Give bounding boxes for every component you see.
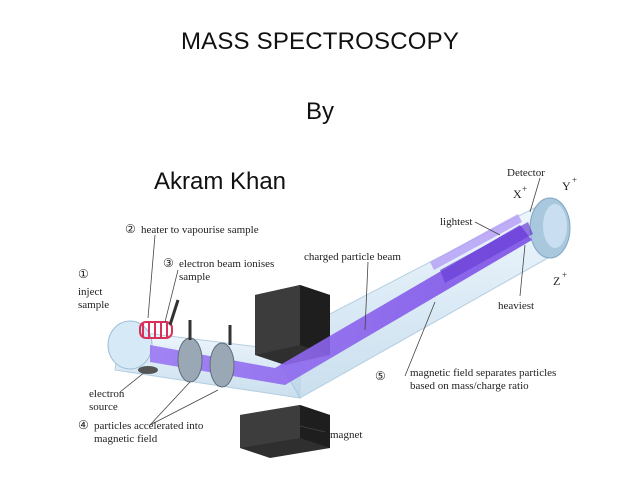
label-x: X: [513, 187, 522, 201]
label-z-plus: +: [562, 270, 567, 280]
label-magnet: magnet: [330, 429, 362, 441]
accelerator-disc-1: [177, 337, 203, 383]
step1-number: ①: [78, 267, 89, 281]
slide-title: MASS SPECTROSCOPY: [180, 28, 460, 55]
label-heater: heater to vapourise sample: [141, 224, 259, 236]
slide-author: Akram Khan: [153, 168, 287, 195]
tube-inlet-end: [107, 320, 153, 370]
slide-by: By: [305, 98, 334, 125]
leader-lines: [119, 177, 541, 433]
heater-coil: [139, 321, 173, 339]
beam-split-light: [430, 214, 522, 270]
step5-number: ⑤: [375, 369, 386, 383]
label-z: Z: [553, 274, 560, 288]
label-charged-beam: charged particle beam: [304, 251, 401, 263]
label-accelerated-1: particles accelerated into: [94, 420, 204, 432]
beam-split-heavy: [440, 222, 533, 283]
label-electron-source-2: source: [89, 401, 118, 413]
label-electron-beam-2: sample: [179, 271, 210, 283]
magnet-bottom-front: [240, 405, 300, 448]
detector-cap-inner: [543, 204, 567, 248]
label-separation-1: magnetic field separates particles: [410, 367, 556, 379]
label-y-plus: +: [572, 175, 577, 185]
magnet-top-side: [300, 285, 330, 355]
label-inject-1: inject: [78, 286, 102, 298]
magnet-bottom-side: [300, 405, 330, 448]
step2-number: ②: [125, 222, 136, 236]
accelerator-disc-2: [209, 342, 235, 388]
step3-number: ③: [163, 256, 174, 270]
label-x-plus: +: [522, 184, 527, 194]
label-inject-2: sample: [78, 299, 109, 311]
label-electron-source-1: electron: [89, 388, 125, 400]
label-lightest: lightest: [440, 216, 472, 228]
electron-beam-rod: [168, 299, 180, 326]
label-heaviest: heaviest: [498, 300, 534, 312]
label-electron-beam-1: electron beam ionises: [179, 258, 274, 270]
electron-source: [138, 366, 158, 374]
label-detector: Detector: [507, 167, 545, 179]
label-y: Y: [562, 179, 571, 193]
label-separation-2: based on mass/charge ratio: [410, 380, 529, 392]
magnet-top-front: [255, 285, 300, 355]
step4-number: ④: [78, 418, 89, 432]
label-accelerated-2: magnetic field: [94, 433, 158, 445]
